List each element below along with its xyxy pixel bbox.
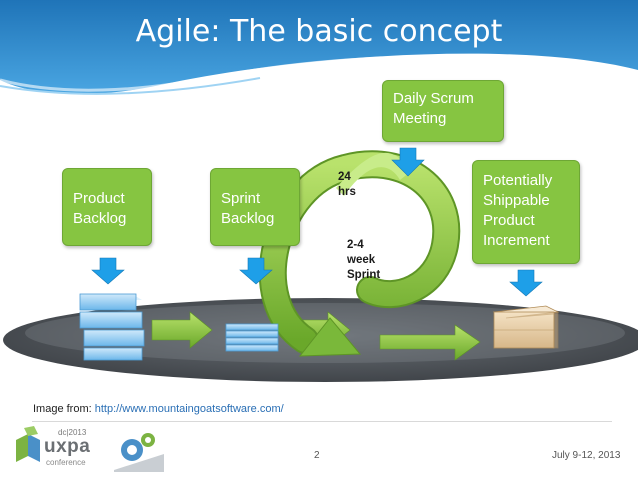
- uxpa-logo-tag: dc|2013: [58, 428, 87, 437]
- product-backlog-line2: Backlog: [73, 210, 127, 227]
- increment-line2: Shippable: [483, 192, 550, 209]
- uxpa-logo: dc|2013 uxpa conference: [14, 426, 164, 474]
- increment-box: Potentially Shippable Product Increment: [472, 160, 580, 264]
- daily-scrum-box: Daily Scrum Meeting: [382, 80, 504, 142]
- image-credit: Image from: http://www.mountaingoatsoftw…: [33, 403, 284, 415]
- image-credit-prefix: Image from:: [33, 403, 95, 415]
- sprint-backlog-line1: Sprint: [221, 190, 261, 207]
- sprint-backlog-box: Sprint Backlog: [210, 168, 300, 246]
- down-arrow-sprint-backlog: [239, 257, 273, 285]
- sprint-loop-arrow: [258, 150, 461, 357]
- uxpa-logo-sub: conference: [46, 458, 86, 467]
- shippable-boxes: [492, 305, 560, 349]
- uxpa-logo-mark: [16, 426, 164, 472]
- increment-line4: Increment: [483, 232, 550, 249]
- product-backlog-stack: [79, 293, 145, 361]
- down-arrow-increment: [509, 269, 543, 297]
- daily-scrum-line2: Meeting: [393, 110, 447, 127]
- sprint-length-word: Sprint: [347, 269, 381, 281]
- image-credit-link[interactable]: http://www.mountaingoatsoftware.com/: [94, 403, 284, 415]
- footer-divider: [32, 421, 612, 422]
- increment-line3: Product: [483, 212, 535, 229]
- hours-label: 24 hrs: [338, 170, 356, 200]
- header-banner: [0, 0, 638, 95]
- product-backlog-box: Product Backlog: [62, 168, 152, 246]
- daily-scrum-line1: Daily Scrum: [393, 90, 474, 107]
- hours-label-number: 24: [338, 171, 351, 183]
- page-number: 2: [314, 450, 320, 461]
- hours-label-unit: hrs: [338, 186, 356, 198]
- sprint-length-label: 2-4 week Sprint: [347, 238, 380, 283]
- sprint-backlog-line2: Backlog: [221, 210, 275, 227]
- sprint-backlog-stack: [225, 323, 279, 352]
- diagram-graphics: [3, 147, 638, 382]
- conference-date: July 9-12, 2013: [552, 450, 621, 461]
- increment-line1: Potentially: [483, 172, 553, 189]
- uxpa-logo-main: uxpa: [44, 436, 91, 457]
- product-backlog-line1: Product: [73, 190, 125, 207]
- sprint-length-unit: week: [347, 254, 376, 266]
- sprint-length-range: 2-4: [347, 239, 364, 251]
- slide-title: Agile: The basic concept: [135, 14, 503, 49]
- down-arrow-product-backlog: [91, 257, 125, 285]
- down-arrow-daily-scrum: [391, 147, 425, 177]
